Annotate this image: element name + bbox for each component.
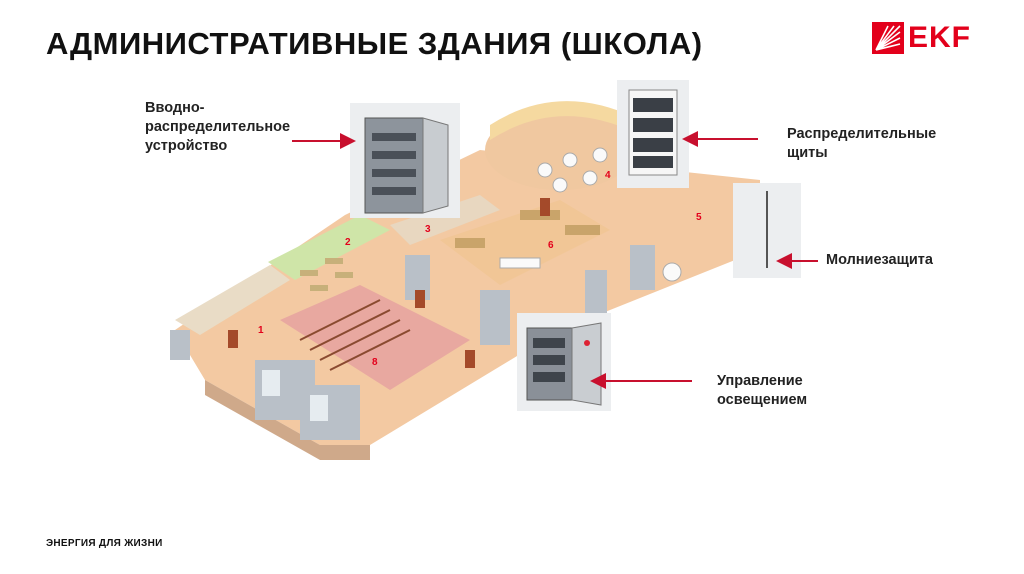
staircase-area bbox=[280, 285, 470, 390]
library-room bbox=[440, 200, 610, 285]
lighting-control-image bbox=[517, 313, 611, 411]
ekf-logo-icon bbox=[872, 22, 904, 54]
room-number-2: 2 bbox=[345, 237, 351, 248]
vru-cabinet-image bbox=[350, 103, 460, 218]
room-number-3: 3 bbox=[425, 224, 431, 235]
room-number-8: 8 bbox=[372, 357, 378, 368]
room-number-1: 1 bbox=[258, 325, 264, 336]
wall-room-2 bbox=[268, 215, 390, 280]
building-floor bbox=[175, 150, 760, 445]
label-lighting-control: Управление освещением bbox=[717, 373, 808, 408]
ekf-logo: EKF bbox=[872, 21, 992, 56]
room-number-4: 4 bbox=[605, 170, 611, 181]
label-vru: Вводно- распределительное устройство bbox=[145, 100, 291, 154]
rotunda-wall bbox=[490, 101, 640, 140]
distribution-board-image bbox=[617, 80, 689, 188]
label-distribution-boards: Распределительные щиты bbox=[787, 126, 937, 161]
wall-left-room bbox=[175, 265, 290, 335]
footer-slogan: ЭНЕРГИЯ ДЛЯ ЖИЗНИ bbox=[46, 538, 163, 549]
room-number-6: 6 bbox=[548, 240, 554, 251]
room-number-5: 5 bbox=[696, 212, 702, 223]
building-floor-shadow bbox=[205, 380, 370, 460]
page-title: АДМИНИСТРАТИВНЫЕ ЗДАНИЯ (ШКОЛА) bbox=[46, 26, 703, 61]
rotunda bbox=[485, 110, 635, 190]
ekf-logo-text: EKF bbox=[908, 21, 971, 54]
label-lightning-protection: Молниезащита bbox=[826, 252, 933, 268]
wall-back bbox=[390, 195, 500, 245]
